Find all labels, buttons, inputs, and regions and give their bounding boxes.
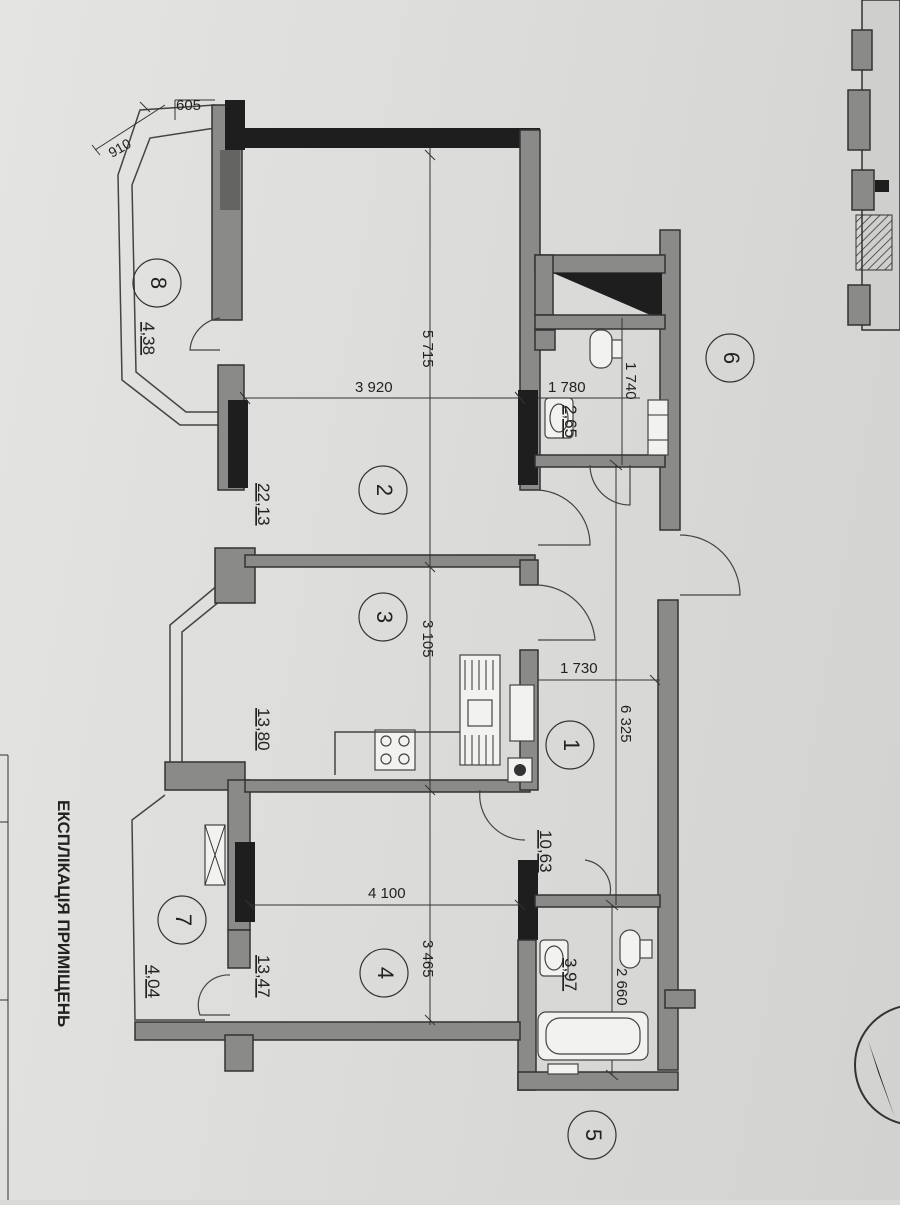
room-7-area: 4,04 [144,965,163,998]
dimension-label: 1 780 [548,379,586,396]
bathroom-top-area: 2,65 [561,405,580,438]
room-1-area: 10,63 [536,830,555,873]
balcony-7-outline [131,794,226,1021]
apartment-5-number: 5 [581,1129,606,1141]
kitchen-fixtures [334,654,535,783]
room-2-area: 22,13 [254,483,273,526]
dimension-label: 605 [176,97,201,114]
room-7-marker: 7 [157,895,207,945]
room-8-area: 4,38 [139,322,158,355]
bathroom-fixtures-top [544,329,669,456]
dimension-label: 3 465 [419,940,436,978]
dimension-label: 5 715 [419,330,436,368]
room-3-area: 13,80 [254,708,273,751]
room-4-marker: 4 [359,948,409,998]
legend-heading: ЕКСПЛІКАЦІЯ ПРИМІЩЕНЬ [54,800,73,1027]
bathroom-fixtures-bottom [537,929,653,1075]
apartment-5-marker: 5 [567,1110,617,1160]
dimension-label: 1 730 [560,660,598,677]
dimension-lines [91,99,661,1081]
doors [189,317,741,1016]
room-4-number: 4 [373,967,398,979]
room-3-marker: 3 [358,592,408,642]
room-3-number: 3 [372,611,397,623]
dimension-label: 6 325 [617,705,634,743]
room-4-area: 13,47 [254,955,273,998]
bathroom-bottom-area: 3,97 [561,958,580,991]
dimension-label: 1 740 [622,362,639,400]
legend-table [0,754,9,1200]
room-1-number: 1 [559,739,584,751]
apartment-6-number: 6 [719,352,744,364]
room-8-marker: 8 [132,258,182,308]
room-2-number: 2 [372,484,397,496]
building-key-plan [847,0,900,331]
room-2-marker: 2 [358,465,408,515]
room-1-marker: 1 [545,720,595,770]
room-7-number: 7 [171,914,196,926]
apartment-6-marker: 6 [705,333,755,383]
dimension-label: 3 920 [355,379,393,396]
dimension-label: 3 105 [419,620,436,658]
walls [134,100,696,1091]
dimension-label: 4 100 [368,885,406,902]
compass-symbol [854,1005,900,1125]
room-8-number: 8 [146,277,171,289]
dimension-label: 2 660 [613,968,630,1006]
